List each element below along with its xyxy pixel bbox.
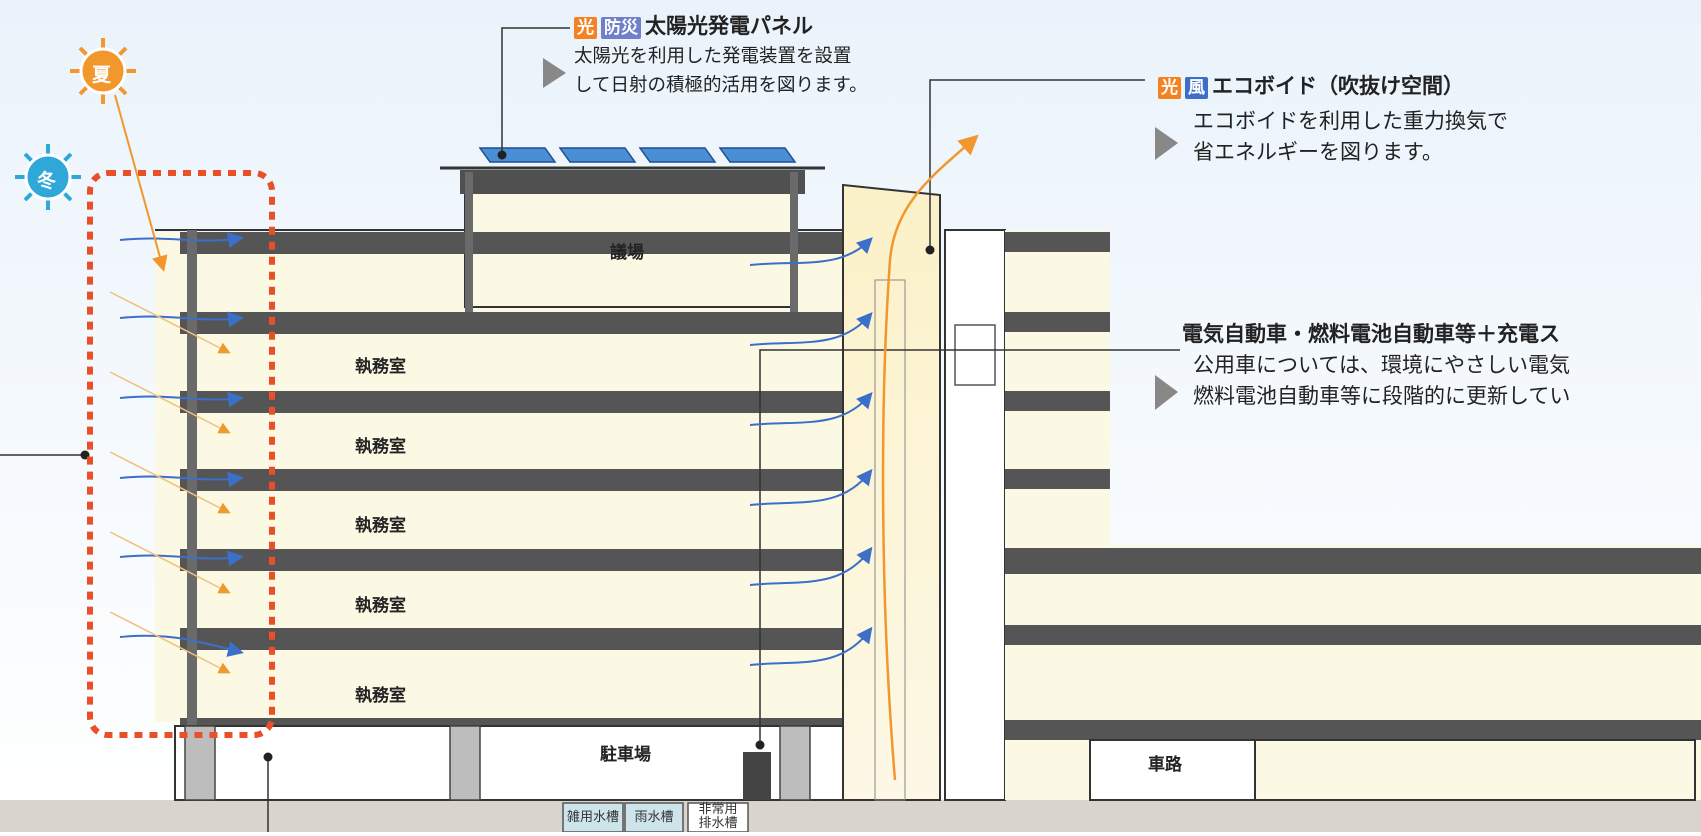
ev-desc: 公用車については、環境にやさしい電気 燃料電池自動車等に段階的に更新してい	[1193, 350, 1570, 412]
ev-annotation: 電気自動車・燃料電池自動車等＋充電ス 公用車については、環境にやさしい電気 燃料…	[1160, 318, 1570, 412]
summer-sun-icon	[70, 38, 136, 104]
ecovoid-title-text: エコボイド（吹抜け空間）	[1212, 74, 1464, 98]
ev-desc-line1: 公用車については、環境にやさしい電気	[1193, 353, 1570, 377]
ev-desc-line2: 燃料電池自動車等に段階的に更新してい	[1193, 384, 1571, 408]
room-office-2: 執務室	[355, 437, 406, 457]
tank-emergency-line1: 非常用	[698, 802, 738, 817]
assembly-roof	[460, 170, 805, 194]
solar-desc-line2: して日射の積極的活用を図ります。	[574, 75, 868, 96]
elevator-shaft	[944, 229, 1006, 801]
tank-emergency: 非常用 排水槽	[688, 803, 748, 831]
winter-label: 冬	[37, 170, 57, 192]
disaster-tag: 防災	[601, 17, 641, 39]
solar-annotation: 光防災太陽光発電パネル 太陽光を利用した発電装置を設置 して日射の積極的活用を図…	[574, 10, 868, 100]
tank-rainwater: 雨水槽	[634, 810, 674, 825]
room-office-1: 執務室	[355, 357, 406, 377]
room-office-4: 執務室	[355, 596, 406, 616]
solar-desc: 太陽光を利用した発電装置を設置 して日射の積極的活用を図ります。	[574, 42, 868, 100]
void-updraft	[881, 134, 979, 781]
light-tag: 光	[1158, 77, 1181, 99]
room-office-3: 執務室	[355, 516, 406, 536]
solar-panels	[478, 147, 797, 163]
ecovoid-desc-line2: 省エネルギーを図ります。	[1193, 140, 1443, 164]
solar-desc-line1: 太陽光を利用した発電装置を設置	[574, 46, 852, 67]
ground	[0, 800, 1701, 832]
ev-title-text: 電気自動車・燃料電池自動車等＋充電ス	[1182, 322, 1560, 346]
ev-charger	[743, 752, 771, 800]
room-parking: 駐車場	[600, 745, 651, 765]
road-area	[1089, 739, 1256, 801]
light-tag: 光	[574, 17, 597, 39]
eco-void	[842, 183, 941, 801]
ev-title: 電気自動車・燃料電池自動車等＋充電ス	[1160, 318, 1570, 348]
winter-sun-icon	[15, 144, 81, 210]
tank-gray-water: 雑用水槽	[566, 810, 619, 825]
solar-title: 光防災太陽光発電パネル	[574, 10, 868, 40]
floor-slabs	[180, 232, 845, 726]
ecovoid-title: 光風エコボイド（吹抜け空間）	[1158, 70, 1508, 100]
ecovoid-desc-line1: エコボイドを利用した重力換気で	[1193, 109, 1508, 133]
ecovoid-desc: エコボイドを利用した重力換気で 省エネルギーを図ります。	[1193, 106, 1508, 168]
room-road: 車路	[1148, 755, 1182, 775]
wind-tag: 風	[1185, 77, 1208, 99]
airflow-arrows	[119, 232, 873, 666]
ecovoid-annotation: 光風エコボイド（吹抜け空間） エコボイドを利用した重力換気で 省エネルギーを図り…	[1158, 70, 1508, 168]
solar-title-text: 太陽光発電パネル	[645, 14, 813, 38]
room-office-5: 執務室	[355, 686, 406, 706]
room-assembly: 議場	[610, 243, 644, 263]
stairs	[874, 279, 906, 801]
parking-level	[174, 725, 846, 801]
summer-label: 夏	[92, 64, 112, 86]
tank-emergency-line2: 排水槽	[698, 816, 738, 831]
double-skin-frame	[87, 170, 275, 738]
columns	[187, 172, 798, 730]
